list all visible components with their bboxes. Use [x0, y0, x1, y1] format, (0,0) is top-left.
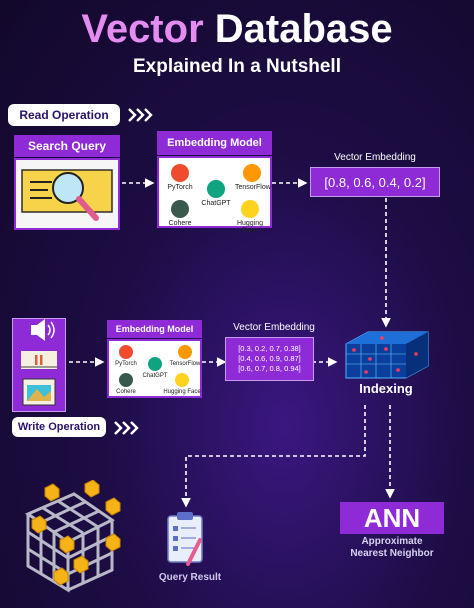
pytorch-label-small: PyTorch [115, 361, 137, 367]
write-vector-embedding-label: Vector Embedding [233, 322, 315, 333]
tensorflow-label: TensorFlow [235, 184, 271, 191]
write-vector-row: [0.3, 0.2, 0.7, 0.38] [238, 344, 301, 353]
write-vector-embedding-box: [0.3, 0.2, 0.7, 0.38] [0.4, 0.6, 0.9, 0.… [225, 337, 314, 381]
write-embedding-model-label: Embedding Model [107, 320, 202, 338]
write-input-panel [12, 318, 66, 412]
chevrons-right-icon [126, 104, 156, 126]
huggingface-logo-small: Hugging Face [163, 373, 201, 395]
clipboard-icon [160, 510, 210, 568]
huggingface-label: Hugging Face [236, 220, 264, 234]
tensorflow-icon [243, 164, 261, 182]
cohere-label: Cohere [168, 220, 192, 227]
speaker-icon [31, 319, 55, 341]
pytorch-logo: PyTorch [165, 164, 195, 191]
huggingface-icon [241, 200, 259, 218]
arrow-index-to-result [181, 405, 366, 508]
huggingface-label-small: Hugging Face [163, 389, 201, 395]
chatgpt-label-small: ChatGPT [142, 373, 168, 379]
ann-description-line1: Approximate [361, 536, 423, 547]
cohere-logo: Cohere [165, 200, 195, 227]
tensorflow-icon-small [178, 345, 192, 359]
pytorch-icon-small [119, 345, 133, 359]
cohere-label-small: Cohere [116, 389, 136, 395]
search-query-card [14, 158, 120, 230]
indexing-label: Indexing [359, 381, 413, 396]
huggingface-logo: Hugging Face [229, 200, 271, 234]
chatgpt-label: ChatGPT [201, 200, 231, 207]
tensorflow-label-small: TensorFlow [169, 361, 201, 367]
image-icon [22, 378, 56, 406]
cohere-icon-small [119, 373, 133, 387]
pytorch-icon [171, 164, 189, 182]
video-icon [21, 351, 57, 369]
write-embedding-model-box: PyTorch TensorFlow ChatGPT Cohere Huggin… [107, 339, 202, 398]
read-vector-embedding-label: Vector Embedding [334, 152, 416, 163]
chevrons-right-icon [112, 417, 142, 439]
magnifier-icon [21, 169, 113, 221]
cohere-icon [171, 200, 189, 218]
search-query-label: Search Query [14, 135, 120, 157]
page-subtitle: Explained In a Nutshell [133, 56, 341, 77]
ann-label: ANN [340, 502, 444, 534]
cube-icon [10, 479, 128, 598]
page-title: Vector Database [0, 6, 474, 52]
write-vector-row: [0.6, 0.7, 0.8, 0.94] [238, 364, 301, 373]
network-cube-icon [342, 330, 432, 380]
title-word-database: Database [214, 7, 393, 51]
tensorflow-logo-small: TensorFlow [169, 345, 201, 367]
ann-description-line2: Nearest Neighbor [350, 548, 434, 559]
ann-description: Approximate Nearest Neighbor [330, 536, 454, 560]
pytorch-label: PyTorch [167, 184, 193, 191]
read-embedding-model-label: Embedding Model [157, 131, 272, 155]
query-result-label: Query Result [158, 572, 222, 583]
chatgpt-logo-small: ChatGPT [140, 357, 170, 379]
write-operation-badge: Write Operation [12, 417, 106, 437]
cohere-logo-small: Cohere [112, 373, 140, 395]
read-vector-embedding-value: [0.8, 0.6, 0.4, 0.2] [310, 167, 440, 197]
read-embedding-model-box: PyTorch TensorFlow ChatGPT Cohere Huggin… [157, 156, 272, 234]
chatgpt-icon [207, 180, 225, 198]
chatgpt-logo: ChatGPT [199, 180, 233, 207]
huggingface-icon-small [175, 373, 189, 387]
write-vector-row: [0.4, 0.6, 0.9, 0.87] [238, 354, 301, 363]
pytorch-logo-small: PyTorch [112, 345, 140, 367]
chatgpt-icon-small [148, 357, 162, 371]
read-operation-badge: Read Operation [8, 104, 120, 126]
tensorflow-logo: TensorFlow [235, 164, 271, 191]
title-word-vector: Vector [81, 7, 204, 51]
